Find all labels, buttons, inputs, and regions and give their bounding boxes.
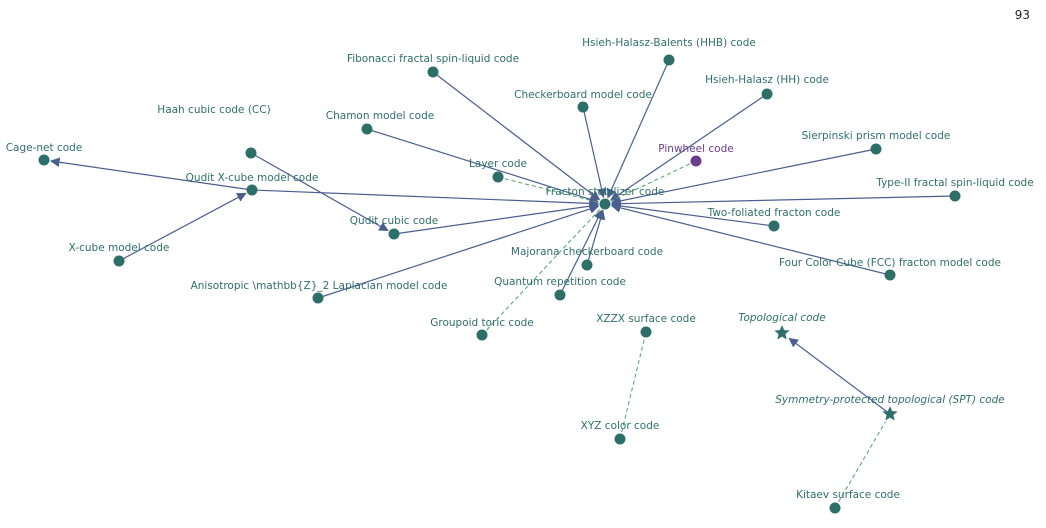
node-label-majorana: Majorana checkerboard code [511, 246, 663, 258]
edge-layer-to-fracton [497, 176, 599, 203]
node-label-quditx: Qudit X-cube model code [186, 172, 319, 184]
node-label-cagenet: Cage-net code [6, 142, 83, 154]
node-label-fracton: Fracton stabilizer code [546, 186, 665, 198]
node-fcc[interactable] [884, 269, 896, 281]
node-label-spt: Symmetry-protected topological (SPT) cod… [775, 394, 1004, 406]
node-fibonacci[interactable] [427, 66, 439, 78]
node-quditx[interactable] [246, 184, 258, 196]
edge-spt-to-topo [788, 337, 891, 415]
node-label-fibonacci: Fibonacci fractal spin-liquid code [347, 53, 519, 65]
edge-qrep-to-fracton [559, 209, 603, 296]
edge-groupoid-to-fracton [481, 208, 601, 336]
node-label-quditcubic: Qudit cubic code [350, 215, 438, 227]
edge-xyz-to-xzzx [619, 338, 645, 440]
node-label-chamon: Chamon model code [326, 110, 434, 122]
edge-quditx-to-cagenet [49, 157, 253, 191]
nodes-layer [38, 54, 961, 514]
node-xyz[interactable] [614, 433, 626, 445]
edge-haah-to-quditcubic [250, 152, 389, 232]
node-label-layer: Layer code [469, 158, 527, 170]
node-label-sierpinski: Sierpinski prism model code [802, 130, 951, 142]
node-kitaev[interactable] [829, 502, 841, 514]
edge-quditx-to-fracton [251, 189, 599, 209]
edge-aniso-to-fracton [317, 204, 600, 299]
edges-layer [49, 59, 956, 509]
node-label-twofol: Two-foliated fracton code [707, 207, 841, 219]
edge-quditcubic-to-fracton [393, 201, 600, 235]
node-label-groupoid: Groupoid toric code [430, 317, 534, 329]
edge-kitaev-to-spt [834, 421, 886, 509]
node-quditcubic[interactable] [388, 228, 400, 240]
edge-hh-to-fracton [609, 93, 768, 201]
edge-twofol-to-fracton [610, 201, 775, 227]
node-xcube[interactable] [113, 255, 125, 267]
node-pinwheel[interactable] [690, 155, 702, 167]
edge-chamon-to-fracton [366, 128, 600, 204]
node-hhb[interactable] [663, 54, 675, 66]
node-label-hhb: Hsieh-Halasz-Balents (HHB) code [582, 37, 756, 49]
node-topo[interactable] [774, 325, 790, 340]
node-label-xcube: X-cube model code [69, 242, 170, 254]
edge-pinwheel-to-fracton [611, 160, 697, 202]
edge-fcc-to-fracton [610, 203, 891, 276]
node-xzzx[interactable] [640, 326, 652, 338]
edge-typeii-to-fracton [611, 195, 956, 209]
edge-xcube-to-quditx [118, 192, 247, 262]
node-label-qrep: Quantum repetition code [494, 276, 626, 288]
node-label-pinwheel: Pinwheel code [658, 143, 733, 155]
node-label-hh: Hsieh-Halasz (HH) code [705, 74, 829, 86]
node-checkerboard[interactable] [577, 101, 589, 113]
edge-fibonacci-to-fracton [432, 71, 601, 201]
node-sierpinski[interactable] [870, 143, 882, 155]
node-twofol[interactable] [768, 220, 780, 232]
node-label-xzzx: XZZX surface code [596, 313, 696, 325]
node-majorana[interactable] [581, 259, 593, 271]
node-haah[interactable] [245, 147, 257, 159]
edge-sierpinski-to-fracton [610, 148, 877, 206]
node-label-aniso: Anisotropic \mathbb{Z}_2 Laplacian model… [191, 280, 448, 292]
node-qrep[interactable] [554, 289, 566, 301]
node-spt[interactable] [882, 406, 898, 421]
labels-layer: Fracton stabilizer code Fibonacci fractal… [6, 37, 1034, 501]
node-label-kitaev: Kitaev surface code [796, 489, 900, 501]
node-layer[interactable] [492, 171, 504, 183]
edge-checkerboard-to-fracton [582, 106, 607, 199]
node-label-typeii: Type-II fractal spin-liquid code [875, 177, 1033, 189]
node-groupoid[interactable] [476, 329, 488, 341]
node-label-haah: Haah cubic code (CC) [157, 104, 270, 116]
node-label-xyz: XYZ color code [581, 420, 660, 432]
node-hh[interactable] [761, 88, 773, 100]
node-fracton[interactable] [599, 198, 611, 210]
node-cagenet[interactable] [38, 154, 50, 166]
node-aniso[interactable] [312, 292, 324, 304]
node-label-checkerboard: Checkerboard model code [514, 89, 652, 101]
edge-hhb-to-fracton [606, 59, 670, 199]
page-number: 93 [1014, 8, 1030, 22]
node-typeii[interactable] [949, 190, 961, 202]
node-label-fcc: Four Color Cube (FCC) fracton model code [779, 257, 1001, 269]
node-chamon[interactable] [361, 123, 373, 135]
node-label-topo: Topological code [738, 312, 825, 324]
